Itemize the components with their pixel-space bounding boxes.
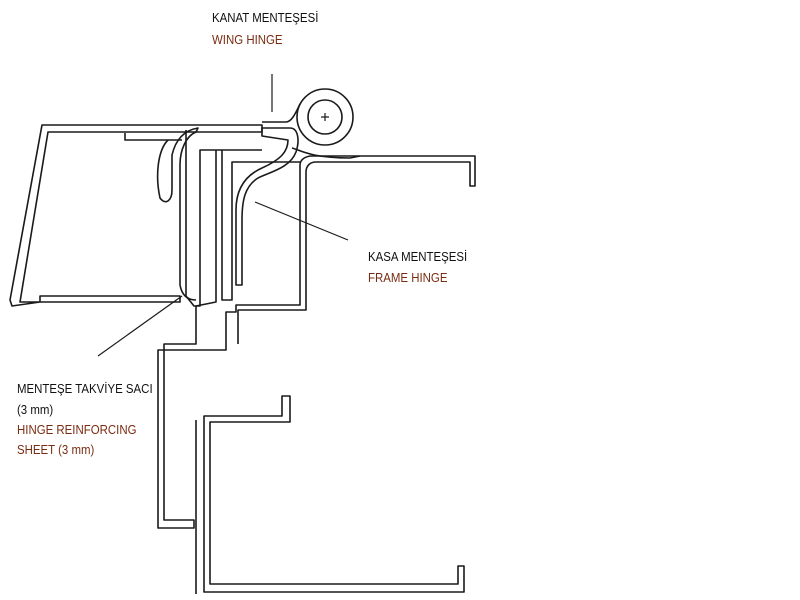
door-leaf-profile [9,124,263,307]
frame-profile [157,150,476,529]
wing-hinge-label-tr: KANAT MENTEŞESİ [212,10,319,25]
frame-hinge-leaf [291,147,361,159]
reinforcing-sheet [156,127,199,301]
wing-hinge-label-en: WING HINGE [212,32,283,47]
frame-hinge-label-tr: KASA MENTEŞESİ [368,249,468,264]
leader-frame-hinge [254,201,349,241]
reinforcing-sheet-label-en-1: HINGE REINFORCING [17,422,137,437]
hinge-knuckle-inner [307,99,343,135]
door-leaf-top-flange [124,133,182,141]
frame-hinge-label-en: FRAME HINGE [368,270,448,285]
leader-reinforcing-sheet [97,295,183,357]
hinge-pin-mark [321,113,329,121]
door-leaf-inner-edge [185,130,262,307]
reinforcing-sheet-label-tr-2: (3 mm) [17,402,54,417]
hinge-knuckle-outer [296,88,354,146]
reinforcing-sheet-label-tr-1: MENTEŞE TAKVİYE SACI [17,381,153,396]
wing-hinge-arm [262,103,301,123]
frame-lower-return [203,395,465,593]
reinforcing-sheet-label-en-2: SHEET (3 mm) [17,442,95,457]
frame-inner-web [221,150,300,301]
